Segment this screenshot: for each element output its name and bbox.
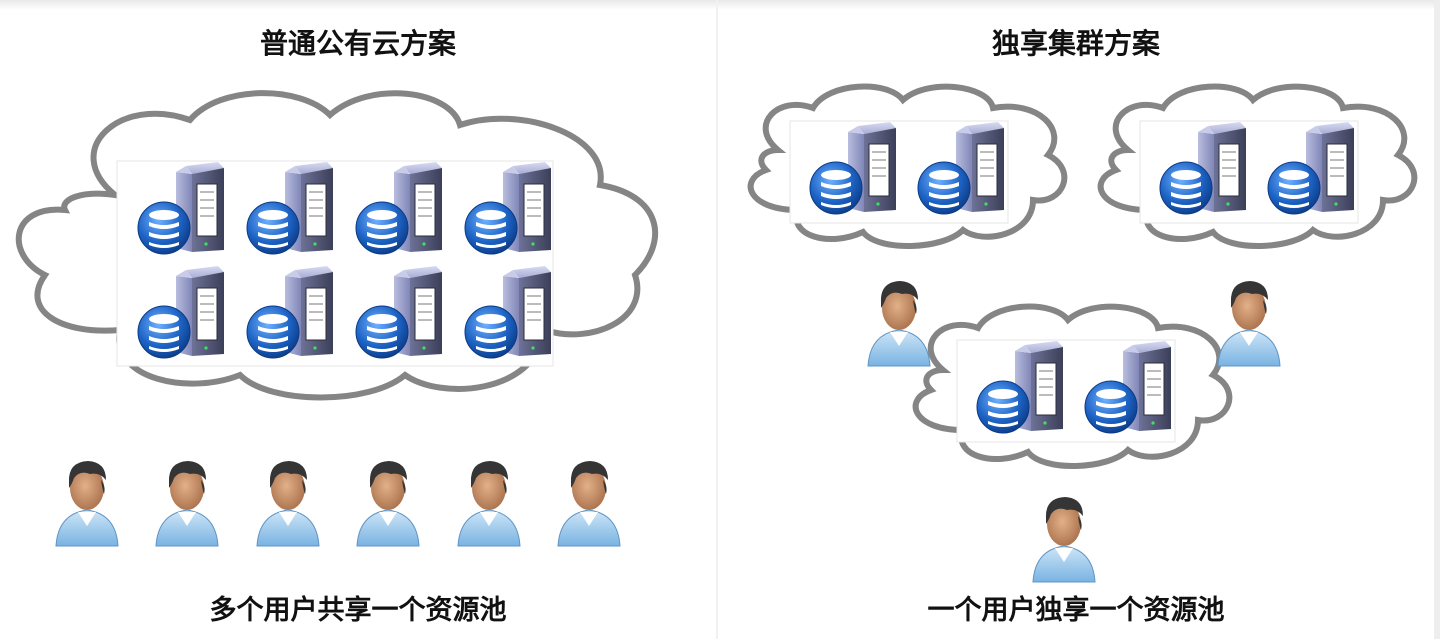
dedicated-cloud bbox=[747, 83, 1068, 250]
user-icon bbox=[155, 460, 219, 547]
dedicated-cluster-panel: 独享集群方案 一个用户独享一个资源池 bbox=[718, 0, 1434, 639]
user-icon bbox=[1032, 496, 1096, 583]
right-edge-shadow bbox=[1434, 0, 1440, 639]
panel-divider bbox=[716, 0, 718, 639]
public-cloud-panel: 普通公有云方案 多个用户共享一个资源池 bbox=[0, 0, 716, 639]
dedicated-pool-scene bbox=[747, 83, 1418, 583]
user-icon bbox=[1217, 280, 1281, 367]
user-icon bbox=[55, 460, 119, 547]
user-icon bbox=[557, 460, 621, 547]
top-rule bbox=[0, 0, 716, 10]
left-title: 普通公有云方案 bbox=[259, 27, 456, 60]
user-icon bbox=[867, 280, 931, 367]
dedicated-cloud bbox=[1097, 83, 1418, 250]
shared-pool-scene bbox=[15, 90, 659, 547]
dedicated-cloud bbox=[912, 303, 1233, 470]
user-icon bbox=[256, 460, 320, 547]
user-icon bbox=[457, 460, 521, 547]
right-caption: 一个用户独享一个资源池 bbox=[927, 595, 1225, 626]
user-icon bbox=[356, 460, 420, 547]
right-title: 独享集群方案 bbox=[991, 27, 1160, 60]
left-caption: 多个用户共享一个资源池 bbox=[209, 595, 507, 626]
top-rule bbox=[718, 0, 1434, 10]
